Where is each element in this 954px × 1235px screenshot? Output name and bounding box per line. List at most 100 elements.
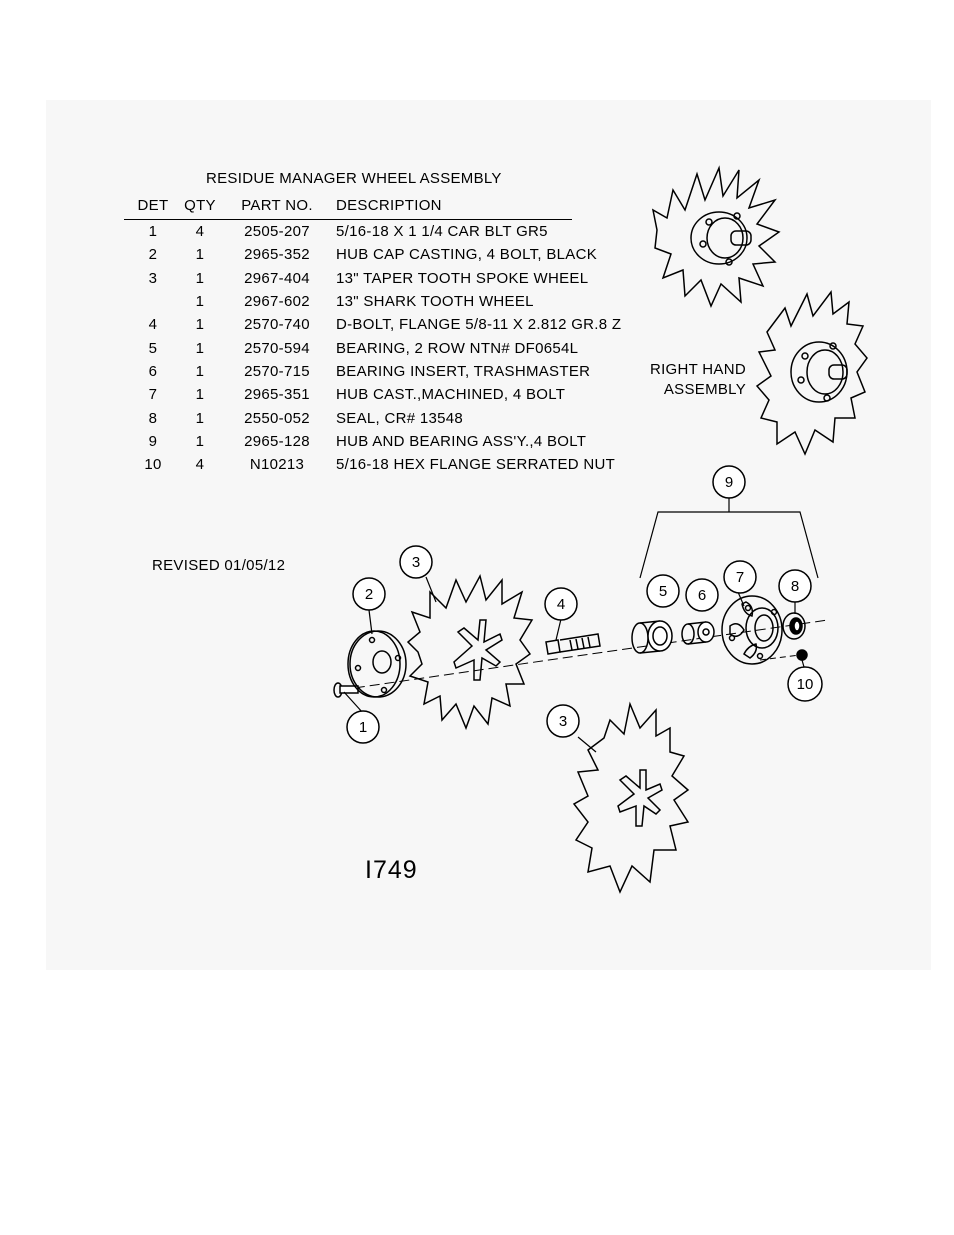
taper-tooth-wheel-teeth: [406, 573, 534, 731]
d-bolt-thread: [569, 639, 573, 651]
header-underline: [124, 219, 572, 220]
cell-part: 2967-602: [244, 293, 310, 311]
assembly-title: RESIDUE MANAGER WHEEL ASSEMBLY: [206, 170, 502, 187]
drawing-sheet: [46, 100, 931, 970]
bearing-insert-bore: [702, 628, 710, 636]
machined-hub-pocket: [729, 623, 745, 637]
bearing-face: [647, 620, 673, 652]
bearing-insert-face: [697, 621, 715, 643]
rh-spoke-wheel-bolt: [705, 218, 713, 226]
cell-qty: 1: [195, 246, 205, 264]
machined-hub-bolt-hole: [770, 608, 778, 616]
seal: [782, 612, 806, 640]
leader-line: [343, 691, 364, 714]
rh-shark-wheel-hub-inner: [806, 349, 844, 395]
bearing-side: [639, 650, 661, 654]
cell-qty: 1: [195, 293, 205, 311]
bearing-insert-back: [681, 623, 695, 645]
cell-part: 2505-207: [244, 223, 310, 241]
leader-line: [737, 591, 745, 607]
hub-cap-rim: [347, 630, 401, 698]
cell-qty: 1: [195, 316, 205, 334]
cell-det: 2: [148, 246, 158, 264]
col-qty: QTY: [184, 197, 216, 214]
d-bolt: [545, 633, 601, 655]
bearing-insert: [681, 621, 715, 645]
rh-shark-wheel-bolt: [829, 342, 837, 350]
balloon-6: 6: [685, 578, 719, 612]
cell-part: 2965-351: [244, 386, 310, 404]
rh-shark-wheel-spindle: [828, 364, 848, 380]
cell-qty: 1: [195, 386, 205, 404]
cell-det: 8: [148, 409, 158, 427]
rh-shark-wheel-bolt: [823, 394, 831, 402]
rh-spoke-wheel-bolt: [733, 212, 741, 220]
cell-qty: 4: [195, 456, 205, 474]
table-row: 1 2967-602 13" SHARK TOOTH WHEEL: [124, 290, 621, 313]
right-hand-label-line1: RIGHT HAND: [649, 361, 746, 378]
balloon-3b: 3: [546, 704, 580, 738]
right-hand-label-line2: ASSEMBLY: [663, 381, 746, 398]
cell-qty: 1: [195, 269, 205, 287]
cell-det: 4: [148, 316, 158, 334]
leader-line: [425, 576, 437, 603]
leader-line: [368, 609, 373, 635]
balloon-8-label: 8: [791, 578, 799, 595]
table-header-row: DET QTY PART NO. DESCRIPTION: [124, 197, 621, 220]
rh-spoke-wheel-hub: [690, 211, 748, 265]
cell-desc: SEAL, CR# 13548: [336, 409, 464, 427]
cell-qty: 4: [195, 223, 205, 241]
balloon-6-label: 6: [698, 587, 706, 604]
cell-det: 7: [148, 386, 158, 404]
col-part: PART NO.: [241, 197, 313, 214]
cell-part: 2965-352: [244, 246, 310, 264]
cell-qty: 1: [195, 362, 205, 380]
cell-part: N10213: [249, 456, 305, 474]
d-bolt-shank: [559, 633, 601, 653]
table-row: 3 1 2967-404 13" TAPER TOOTH SPOKE WHEEL: [124, 267, 621, 290]
taper-tooth-wheel-spokes: [453, 619, 503, 681]
machined-hub-bore: [754, 614, 774, 642]
cell-desc: D-BOLT, FLANGE 5/8-11 X 2.812 GR.8 Z: [336, 316, 622, 334]
cell-part: 2570-594: [244, 339, 310, 357]
cell-desc: 5/16-18 HEX FLANGE SERRATED NUT: [336, 456, 616, 474]
seal-outer: [782, 612, 806, 640]
balloon-1: 1: [346, 710, 380, 744]
hub-cap-centre: [372, 650, 392, 674]
rh-shark-wheel-bolt: [801, 352, 809, 360]
cell-desc: 13" SHARK TOOTH WHEEL: [336, 293, 534, 311]
cell-det: 5: [148, 339, 158, 357]
hub-cap-bolt-hole: [354, 664, 362, 672]
balloon-7: 7: [723, 560, 757, 594]
cell-desc: HUB AND BEARING ASS'Y.,4 BOLT: [336, 432, 587, 450]
hub-cap-outer: [349, 630, 407, 698]
taper-tooth-wheel: [406, 573, 534, 731]
balloon-3a-label: 3: [412, 554, 420, 571]
cell-qty: 1: [195, 339, 205, 357]
cell-det: 9: [148, 432, 158, 450]
rh-shark-wheel-teeth: [755, 289, 868, 456]
balloon-1-label: 1: [359, 719, 367, 736]
rh-spoke-wheel-teeth: [651, 165, 781, 308]
hub-cap-bolt-hole: [368, 636, 376, 644]
cell-desc: 5/16-18 X 1 1/4 CAR BLT GR5: [336, 223, 548, 241]
d-bolt-thread: [587, 636, 591, 648]
balloon-10: 10: [787, 666, 823, 702]
cell-det: 3: [148, 269, 158, 287]
machined-hub-pocket: [743, 643, 758, 659]
rh-spoke-wheel: [651, 165, 781, 308]
cell-det: 10: [144, 456, 162, 474]
revision-date: REVISED 01/05/12: [152, 557, 286, 574]
balloon-4: 4: [544, 587, 578, 621]
shark-tooth-wheel: [572, 701, 690, 894]
cell-part: 2967-404: [244, 269, 310, 287]
machined-hub: [721, 595, 783, 665]
d-bolt-head: [545, 639, 561, 655]
cell-desc: 13" TAPER TOOTH SPOKE WHEEL: [336, 269, 589, 287]
balloon-3b-label: 3: [559, 713, 567, 730]
bearing: [631, 620, 673, 654]
machined-hub-pocket: [741, 601, 754, 617]
balloon-3a: 3: [399, 545, 433, 579]
